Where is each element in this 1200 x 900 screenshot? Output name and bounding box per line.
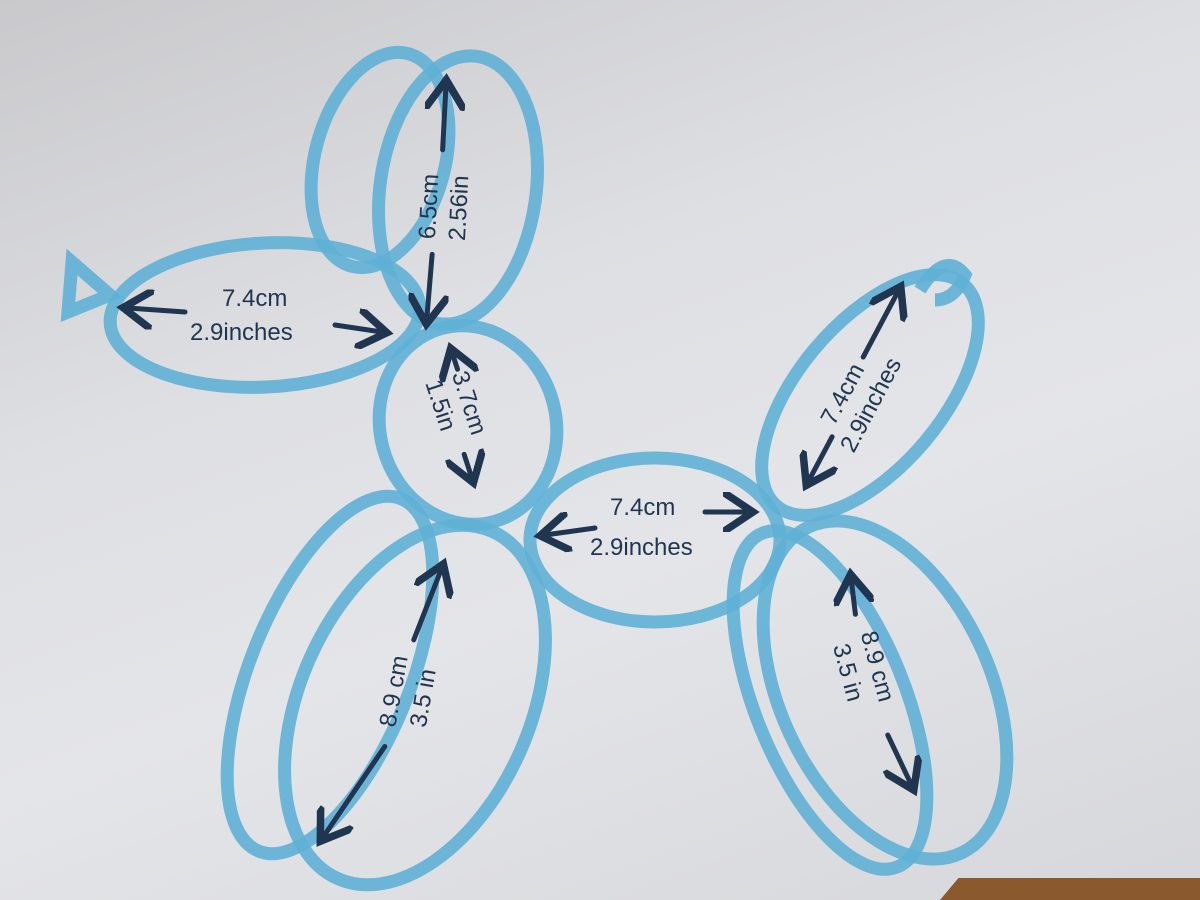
ear-back-balloon bbox=[304, 45, 456, 275]
arrow-icon bbox=[545, 528, 598, 535]
snout-measurement: 7.4cm 2.9inches bbox=[128, 285, 382, 346]
arrow-icon bbox=[332, 325, 382, 332]
arrow-icon bbox=[846, 579, 860, 617]
tail-measurement: 7.4cm 2.9inches bbox=[787, 284, 936, 496]
front-leg-balloons bbox=[220, 489, 552, 892]
snout-cm: 7.4cm bbox=[222, 285, 287, 312]
neck-measurement: 3.7cm 1.5in bbox=[419, 349, 492, 485]
body-cm: 7.4cm bbox=[610, 494, 675, 521]
ear-in: 2.56in bbox=[444, 175, 474, 242]
arrow-icon bbox=[809, 434, 832, 481]
tail-balloon bbox=[755, 259, 985, 522]
arrow-icon bbox=[464, 454, 472, 478]
ear-measurement: 6.5cm 2.56in bbox=[410, 84, 474, 322]
arrow-icon bbox=[128, 308, 188, 312]
arrow-icon bbox=[323, 743, 388, 845]
ear-cm: 6.5cm bbox=[414, 173, 444, 240]
body-measurement: 7.4cm 2.9inches bbox=[545, 494, 748, 561]
snout-balloon bbox=[60, 236, 427, 394]
back-leg-balloons bbox=[726, 514, 1014, 876]
arrow-icon bbox=[411, 566, 442, 643]
body-balloon bbox=[523, 451, 787, 629]
arrow-icon bbox=[452, 353, 457, 369]
arrow-icon bbox=[860, 291, 898, 360]
snout-in: 2.9inches bbox=[190, 319, 293, 346]
arrow-icon bbox=[443, 85, 446, 153]
arrow-icon bbox=[888, 732, 912, 788]
arrow-icon bbox=[427, 251, 432, 319]
body-in: 2.9inches bbox=[590, 534, 693, 561]
